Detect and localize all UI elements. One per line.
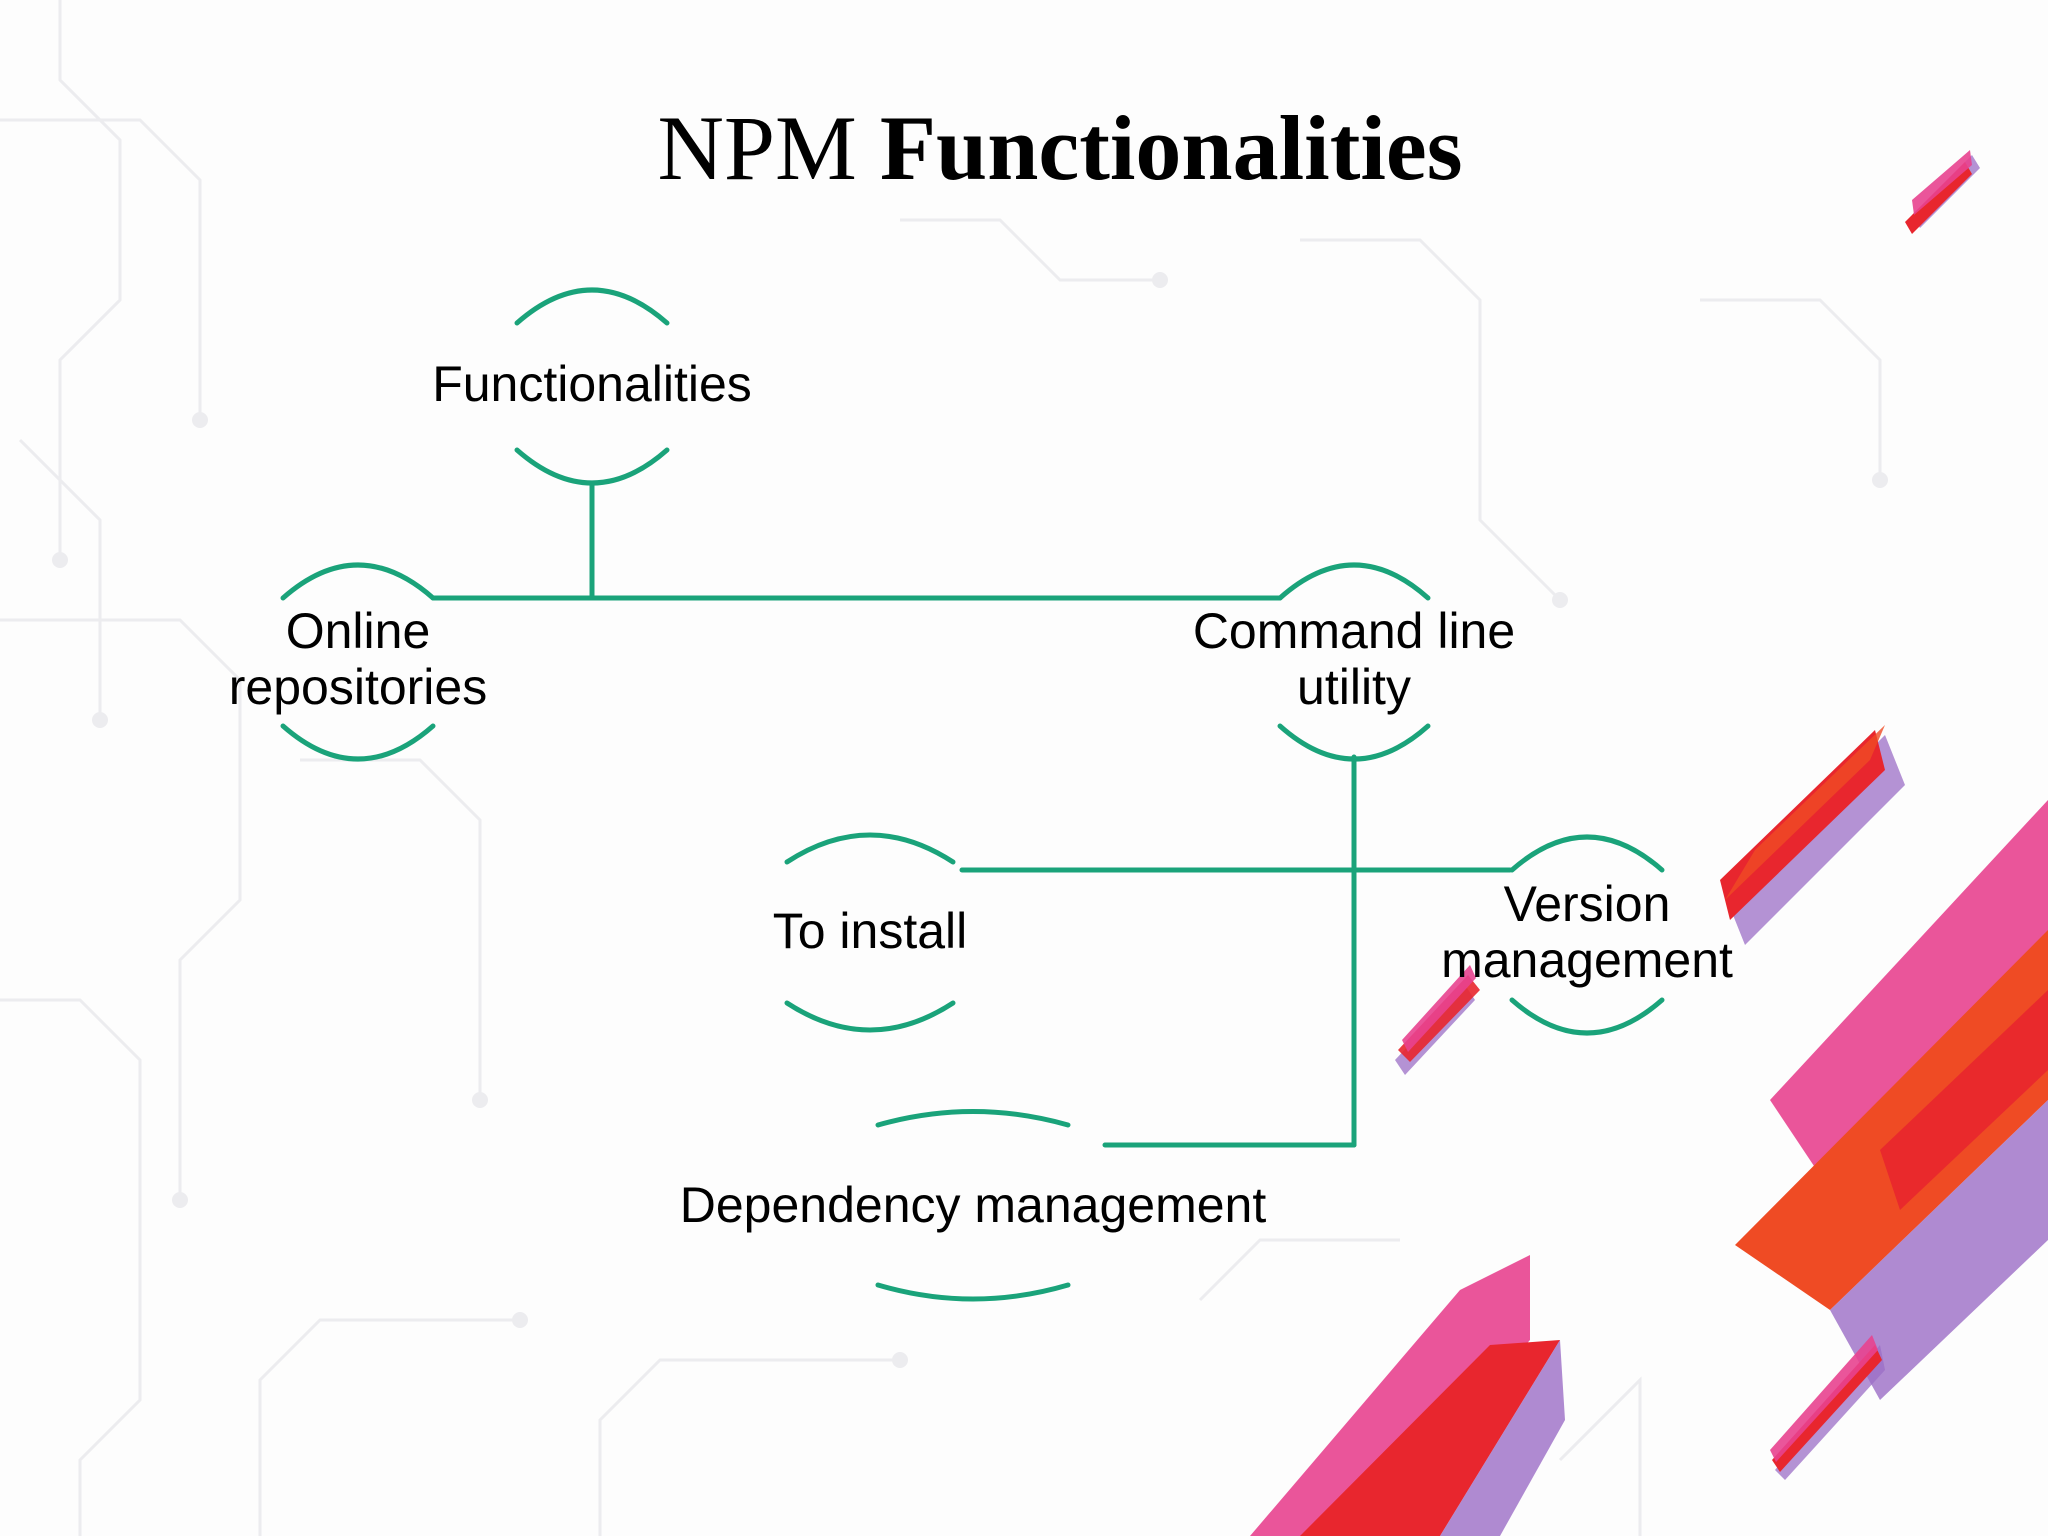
node-online-repositories-line1: Online bbox=[285, 603, 431, 659]
node-version-management-line1: Version bbox=[1503, 876, 1671, 932]
node-command-line-utility-line2: utility bbox=[1297, 659, 1411, 715]
node-command-line-utility-line1: Command line bbox=[1192, 603, 1516, 659]
node-dependency-management-label: Dependency management bbox=[679, 1177, 1267, 1233]
dependency-management-bracket-bottom bbox=[875, 1282, 1071, 1302]
node-to-install-label: To install bbox=[772, 903, 968, 959]
node-functionalities-label: Functionalities bbox=[432, 356, 752, 412]
node-command-line-utility: Command line utility bbox=[1134, 603, 1574, 715]
version-management-bracket-top bbox=[1509, 834, 1665, 873]
dependency-management-bracket-top bbox=[875, 1109, 1071, 1128]
root-bracket-bottom bbox=[514, 447, 670, 486]
connector-lines bbox=[430, 480, 1513, 1148]
online-repositories-bracket-top bbox=[280, 562, 436, 601]
to-install-bracket-bottom bbox=[784, 1000, 956, 1033]
node-version-management-line2: management bbox=[1441, 932, 1733, 988]
node-online-repositories-line2: repositories bbox=[228, 659, 488, 715]
root-bracket-top bbox=[514, 287, 670, 326]
version-management-bracket-bottom bbox=[1509, 997, 1665, 1036]
online-repositories-bracket-bottom bbox=[280, 723, 436, 762]
to-install-bracket-top bbox=[784, 832, 956, 865]
command-line-utility-bracket-bottom bbox=[1277, 723, 1431, 762]
title-regular: NPM bbox=[657, 97, 857, 199]
title-bold: Functionalities bbox=[879, 97, 1463, 199]
node-online-repositories: Online repositories bbox=[158, 603, 558, 715]
slide-title: NPM Functionalities bbox=[0, 97, 2048, 199]
node-to-install: To install bbox=[670, 903, 1070, 959]
node-brackets bbox=[280, 287, 1665, 1302]
circuit-pattern bbox=[0, 0, 1882, 1536]
command-line-utility-bracket-top bbox=[1277, 562, 1431, 601]
node-functionalities: Functionalities bbox=[392, 356, 792, 412]
node-dependency-management: Dependency management bbox=[623, 1177, 1323, 1233]
circuit-dots bbox=[52, 272, 1888, 1368]
decorative-stripes bbox=[1250, 150, 2048, 1536]
node-version-management: Version management bbox=[1387, 876, 1787, 988]
